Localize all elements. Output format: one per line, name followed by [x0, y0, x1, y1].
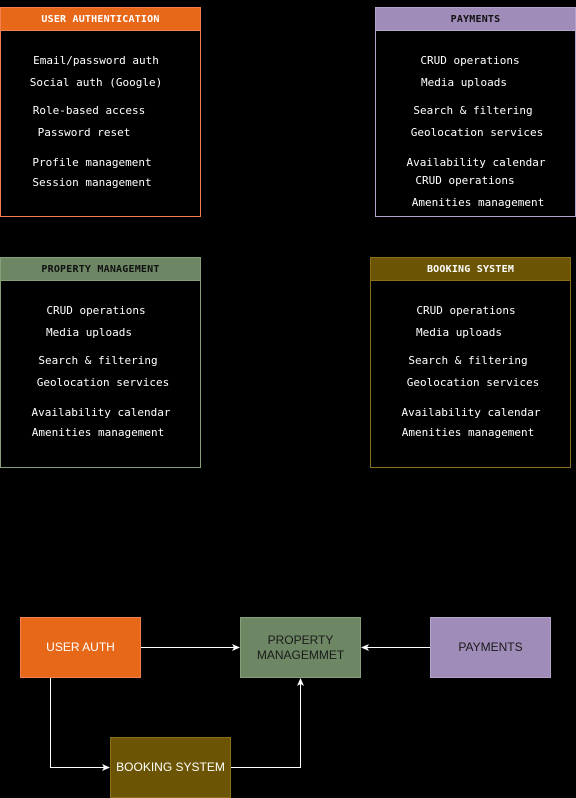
feature-item: Search & filtering — [413, 104, 533, 117]
user-authentication-header: USER AUTHENTICATION — [1, 8, 200, 31]
property-node-label-line1: PROPERTY — [267, 632, 334, 647]
payments-title: PAYMENTS — [450, 13, 501, 25]
feature-item: CRUD operations — [415, 174, 515, 187]
feature-item: Media uploads — [45, 326, 133, 339]
edge-booking-to-property — [231, 678, 304, 768]
feature-item: CRUD operations — [416, 304, 516, 317]
property-management-body: CRUD operations Media uploads Search & f… — [1, 281, 200, 467]
property-management-card: PROPERTY MANAGEMENT CRUD operations Medi… — [0, 257, 201, 468]
feature-item: Media uploads — [415, 326, 503, 339]
edge-userauth-to-booking — [50, 678, 110, 771]
payments-body: CRUD operations Media uploads Search & f… — [376, 31, 575, 216]
booking-system-title: BOOKING SYSTEM — [426, 263, 515, 275]
booking-system-body: CRUD operations Media uploads Search & f… — [371, 281, 570, 467]
user-authentication-body: Email/password auth Social auth (Google)… — [1, 31, 200, 216]
feature-item: Geolocation services — [410, 126, 544, 139]
property-management-title: PROPERTY MANAGEMENT — [41, 263, 160, 275]
user-auth-node: USER AUTH — [20, 617, 141, 678]
feature-item: Availability calendar — [401, 406, 541, 419]
feature-item: Password reset — [37, 126, 131, 139]
feature-item: Availability calendar — [406, 156, 546, 169]
feature-item: Search & filtering — [38, 354, 158, 367]
feature-item: Social auth (Google) — [29, 76, 163, 89]
feature-item: Role-based access — [32, 104, 146, 117]
feature-item: CRUD operations — [46, 304, 146, 317]
property-management-header: PROPERTY MANAGEMENT — [1, 258, 200, 281]
feature-item: Session management — [32, 176, 152, 189]
feature-item: Email/password auth — [33, 54, 159, 67]
payments-card: PAYMENTS CRUD operations Media uploads S… — [375, 7, 576, 217]
feature-item: Availability calendar — [31, 406, 171, 419]
feature-item: Amenities management — [411, 196, 545, 209]
booking-system-card: BOOKING SYSTEM CRUD operations Media upl… — [370, 257, 571, 468]
payments-node-label: PAYMENTS — [458, 640, 523, 654]
feature-item: Amenities management — [401, 426, 535, 439]
feature-item: Geolocation services — [36, 376, 170, 389]
user-auth-node-label: USER AUTH — [46, 640, 115, 654]
user-authentication-title: USER AUTHENTICATION — [41, 13, 160, 25]
booking-node-label: BOOKING SYSTEM — [116, 760, 225, 774]
booking-system-header: BOOKING SYSTEM — [371, 258, 570, 281]
feature-item: Media uploads — [420, 76, 508, 89]
property-management-node: PROPERTY MANAGEMMET — [240, 617, 361, 678]
feature-item: Search & filtering — [408, 354, 528, 367]
user-authentication-card: USER AUTHENTICATION Email/password auth … — [0, 7, 201, 217]
feature-item: Profile management — [32, 156, 152, 169]
feature-item: CRUD operations — [420, 54, 520, 67]
feature-item: Amenities management — [31, 426, 165, 439]
feature-item: Geolocation services — [406, 376, 540, 389]
property-node-label-line2: MANAGEMMET — [256, 647, 345, 662]
payments-node: PAYMENTS — [430, 617, 551, 678]
payments-header: PAYMENTS — [376, 8, 575, 31]
booking-system-node: BOOKING SYSTEM — [110, 737, 231, 798]
